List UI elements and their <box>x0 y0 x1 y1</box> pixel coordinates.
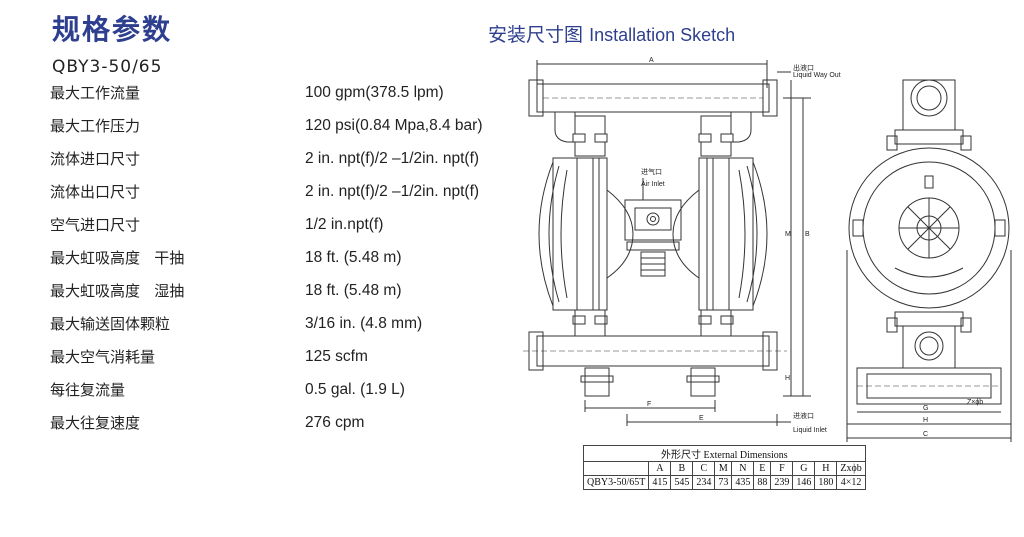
installation-sketch: A 出液口 Liquid Way Out 进气口 Air Inlet B M H… <box>523 57 1012 442</box>
spec-value: 125 scfm <box>305 348 368 365</box>
spec-row: 最大工作流量 100 gpm(378.5 lpm) <box>50 80 510 106</box>
label-outlet-cn: 出液口 <box>793 63 814 72</box>
value-cell: 146 <box>792 475 816 490</box>
spec-label: 最大虹吸高度 湿抽 <box>50 282 185 300</box>
spec-label: 流体出口尺寸 <box>50 183 141 201</box>
spec-value: 18 ft. (5.48 m) <box>305 249 402 266</box>
sketch-title-cn: 安装尺寸图 <box>488 24 584 46</box>
value-cell: 180 <box>814 475 838 490</box>
label-f: F <box>647 401 651 408</box>
side-outlet <box>902 79 956 131</box>
air-valve <box>624 199 682 241</box>
sketch-title-en: Installation Sketch <box>589 25 736 45</box>
spec-value: 18 ft. (5.48 m) <box>305 282 402 299</box>
label-inlet: Liquid Inlet <box>793 427 827 434</box>
label-c: C <box>923 431 928 438</box>
label-h-side: H <box>923 417 928 424</box>
label-inlet-cn: 进液口 <box>793 411 814 420</box>
dimensions-caption: 外形尺寸 External Dimensions <box>583 445 866 462</box>
spec-row: 最大输送固体颗粒 3/16 in. (4.8 mm) <box>50 311 510 337</box>
header-cell: G <box>792 461 816 476</box>
label-g: G <box>923 405 928 412</box>
header-cell: F <box>770 461 794 476</box>
label-a: A <box>649 57 654 64</box>
header-cell: M <box>714 461 733 476</box>
label-b: B <box>805 231 810 238</box>
label-zx: Z×ϕb <box>967 399 983 406</box>
label-e: E <box>699 415 704 422</box>
value-cell: 435 <box>731 475 755 490</box>
model-name: QBY3-50/65 <box>52 57 163 77</box>
spec-value: 2 in. npt(f)/2 –1/2in. npt(f) <box>305 183 480 200</box>
spec-value: 1/2 in.npt(f) <box>305 216 384 233</box>
label-air-cn: 进气口 <box>641 167 662 176</box>
dimensions-caption-row: 外形尺寸 External Dimensions <box>583 445 866 462</box>
spec-label: 每往复流量 <box>50 381 126 399</box>
header-cell: N <box>731 461 755 476</box>
spec-value: 100 gpm(378.5 lpm) <box>305 84 444 101</box>
header-cell: Zxϕb <box>836 461 866 476</box>
header-cell: C <box>692 461 716 476</box>
header-blank <box>582 461 650 476</box>
spec-value: 0.5 gal. (1.9 L) <box>305 381 405 398</box>
spec-row: 每往复流量 0.5 gal. (1.9 L) <box>50 377 510 403</box>
spec-row: 最大工作压力 120 psi(0.84 Mpa,8.4 bar) <box>50 113 510 139</box>
model-cell: QBY3-50/65T <box>582 475 650 490</box>
value-cell: 88 <box>753 475 772 490</box>
outlet-manifold <box>536 83 770 113</box>
spec-label: 空气进口尺寸 <box>50 216 141 234</box>
label-h: H <box>785 375 790 382</box>
header-cell: B <box>670 461 694 476</box>
header-cell: E <box>753 461 772 476</box>
spec-row: 最大往复速度 276 cpm <box>50 410 510 436</box>
value-cell: 234 <box>692 475 716 490</box>
label-outlet: Liquid Way Out <box>793 72 841 79</box>
value-cell: 73 <box>714 475 733 490</box>
spec-row: 空气进口尺寸 1/2 in.npt(f) <box>50 212 510 238</box>
label-air: Air Inlet <box>641 181 665 188</box>
dimensions-header-row: A B C M N E F G H Zxϕb <box>582 461 866 476</box>
value-cell: 415 <box>648 475 672 490</box>
label-m: M <box>785 231 791 238</box>
spec-label: 流体进口尺寸 <box>50 150 141 168</box>
spec-row: 流体进口尺寸 2 in. npt(f)/2 –1/2in. npt(f) <box>50 146 510 172</box>
spec-value: 276 cpm <box>305 414 365 431</box>
spec-row: 最大虹吸高度 湿抽 18 ft. (5.48 m) <box>50 278 510 304</box>
spec-label: 最大往复速度 <box>50 414 141 432</box>
spec-value: 2 in. npt(f)/2 –1/2in. npt(f) <box>305 150 480 167</box>
dimensions-value-row: QBY3-50/65T 415 545 234 73 435 88 239 14… <box>582 475 866 490</box>
value-cell: 239 <box>770 475 794 490</box>
dimensions-table: 外形尺寸 External Dimensions A B C M N E F G… <box>582 445 866 490</box>
spec-row: 最大虹吸高度 干抽 18 ft. (5.48 m) <box>50 245 510 271</box>
left-chamber <box>552 157 608 311</box>
spec-label: 最大空气消耗量 <box>50 348 156 366</box>
value-cell: 4×12 <box>836 475 866 490</box>
spec-label: 最大输送固体颗粒 <box>50 315 171 333</box>
spec-value: 120 psi(0.84 Mpa,8.4 bar) <box>305 117 483 134</box>
header-cell: A <box>648 461 672 476</box>
right-chamber <box>698 157 754 311</box>
side-body <box>848 147 1010 309</box>
value-cell: 545 <box>670 475 694 490</box>
header-cell: H <box>814 461 838 476</box>
spec-label: 最大工作压力 <box>50 117 141 135</box>
sketch-title: 安装尺寸图 Installation Sketch <box>488 20 735 47</box>
spec-label: 最大虹吸高度 干抽 <box>50 249 185 267</box>
page-title: 规格参数 <box>52 13 173 46</box>
spec-value: 3/16 in. (4.8 mm) <box>305 315 423 332</box>
spec-label: 最大工作流量 <box>50 84 141 102</box>
spec-row: 最大空气消耗量 125 scfm <box>50 344 510 370</box>
spec-row: 流体出口尺寸 2 in. npt(f)/2 –1/2in. npt(f) <box>50 179 510 205</box>
